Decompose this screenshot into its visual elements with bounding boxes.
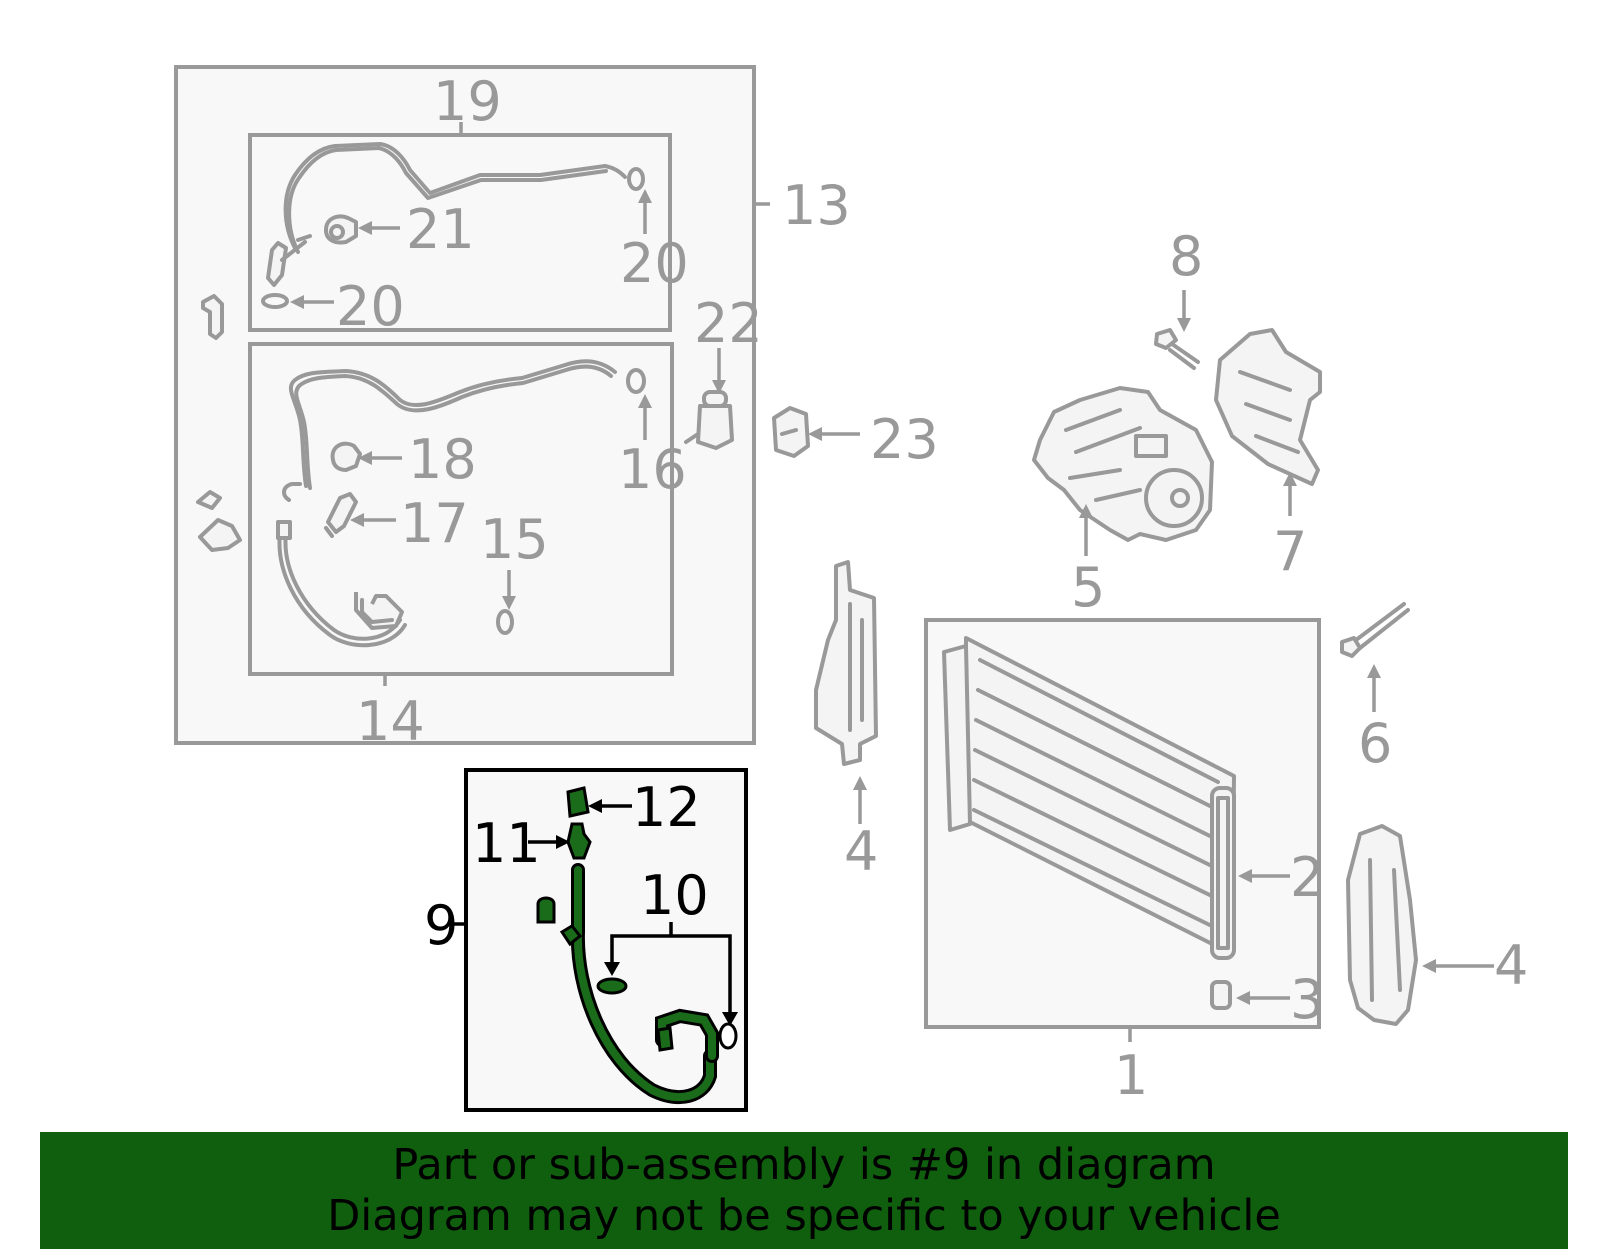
callout-23: 23 <box>870 408 939 471</box>
drier-3-part <box>1210 980 1232 1010</box>
compressor-5-part <box>1032 386 1214 542</box>
o-ring-20b-part <box>261 293 289 309</box>
callout-9: 9 <box>424 894 458 957</box>
baffle-4b-part <box>1346 824 1418 1026</box>
sensor-22-part <box>684 390 734 450</box>
cap-18-part <box>330 441 362 472</box>
callout-12: 12 <box>632 776 701 839</box>
hose-assembly-14 <box>276 359 617 648</box>
callout-11: 11 <box>472 812 541 875</box>
o-ring-10b-highlight <box>718 1022 738 1050</box>
o-ring-16-part <box>626 368 646 394</box>
callout-15: 15 <box>480 508 549 571</box>
callout-10-bracket <box>604 922 738 1026</box>
callout-13: 13 <box>782 174 851 237</box>
callout-14: 14 <box>356 690 425 753</box>
o-ring-10a-highlight <box>596 977 628 995</box>
callout-16: 16 <box>618 438 687 501</box>
callout-18: 18 <box>408 428 477 491</box>
callout-10: 10 <box>640 864 709 927</box>
callout-22: 22 <box>694 292 763 355</box>
o-ring-20a-part <box>627 167 645 191</box>
callout-1: 1 <box>1114 1044 1148 1107</box>
callout-12-arrow <box>588 799 632 813</box>
baffle-4a-part <box>814 560 878 766</box>
callout-20a: 20 <box>620 232 689 295</box>
banner-line-2: Diagram may not be specific to your vehi… <box>327 1191 1281 1241</box>
hose-assembly-19 <box>266 142 627 287</box>
callout-19: 19 <box>433 70 502 133</box>
callout-4b: 4 <box>1494 934 1528 997</box>
callout-4a: 4 <box>844 820 878 883</box>
callout-8: 8 <box>1169 225 1203 288</box>
callout-6: 6 <box>1358 712 1392 775</box>
bracket-7-part <box>1214 328 1322 486</box>
leader-arrows <box>290 189 1494 1005</box>
banner-line-1: Part or sub-assembly is #9 in diagram <box>392 1140 1216 1190</box>
callout-21: 21 <box>406 198 475 261</box>
clip-part <box>196 490 242 552</box>
callout-11-arrow <box>528 835 570 849</box>
bolt-6-part <box>1340 602 1410 658</box>
callout-3: 3 <box>1290 968 1324 1031</box>
callout-17: 17 <box>400 492 469 555</box>
callout-5: 5 <box>1071 556 1105 619</box>
o-ring-15-part <box>496 609 514 635</box>
condenser-2-part <box>942 636 1236 960</box>
valve-17-part <box>324 492 358 538</box>
info-banner: Part or sub-assembly is #9 in diagram Di… <box>40 1132 1568 1249</box>
valve-21-part <box>324 214 358 245</box>
callout-7: 7 <box>1273 520 1307 583</box>
hose-assembly-9-highlight <box>536 786 738 1105</box>
callout-2: 2 <box>1290 846 1324 909</box>
bolt-8-part <box>1154 328 1200 370</box>
bracket-23-part <box>772 406 810 458</box>
callout-20b: 20 <box>336 275 405 338</box>
bracket-part <box>201 294 224 340</box>
